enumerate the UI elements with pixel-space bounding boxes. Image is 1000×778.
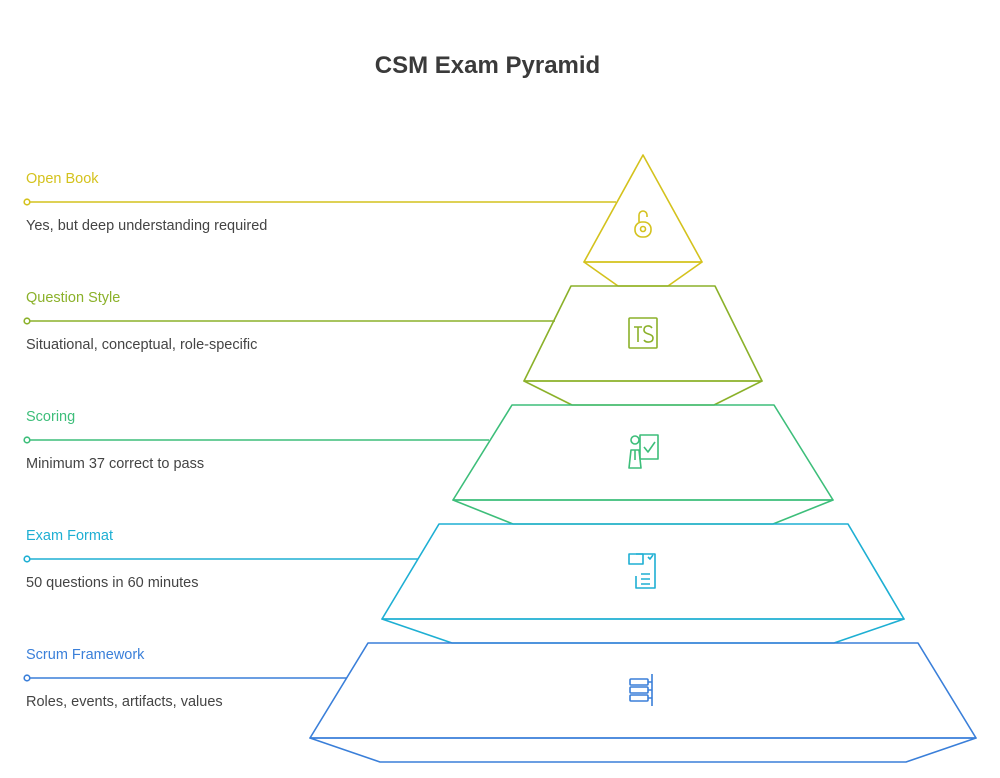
tier-bottom-face [452,499,834,525]
tier-top-face [309,642,977,739]
level-description-scrum-framework: Roles, events, artifacts, values [26,694,223,710]
connector-dot [23,436,31,444]
tier-bottom-face [523,380,763,406]
ts-document-icon [628,317,658,349]
question-sheet-icon [628,553,656,589]
connector-dot [23,198,31,206]
level-description-exam-format: 50 questions in 60 minutes [26,575,199,591]
tier-bottom-face [309,737,977,763]
tier-bottom-face [583,261,703,287]
level-label-open-book: Open Book [26,171,99,187]
level-description-scoring: Minimum 37 correct to pass [26,456,205,472]
tier-top-face [452,404,834,501]
open-padlock-icon [634,210,652,238]
level-description-open-book: Yes, but deep understanding required [26,218,268,234]
person-checklist-icon [628,434,659,469]
tier-top-face [381,523,905,620]
level-description-question-style: Situational, conceptual, role-specific [26,337,258,353]
tier-bottom-face [381,618,905,644]
page-title: CSM Exam Pyramid [374,52,601,79]
connector-dot [23,555,31,563]
level-label-exam-format: Exam Format [26,528,114,544]
level-label-scrum-framework: Scrum Framework [26,647,145,663]
tier-top-face [583,154,703,263]
level-label-question-style: Question Style [26,290,121,306]
hierarchy-structure-icon [629,674,653,706]
connector-dot [23,674,31,682]
connector-dot [23,317,31,325]
tier-top-face [523,285,763,382]
level-label-scoring: Scoring [26,409,76,425]
pyramid-level-scrum-framework [23,642,977,763]
